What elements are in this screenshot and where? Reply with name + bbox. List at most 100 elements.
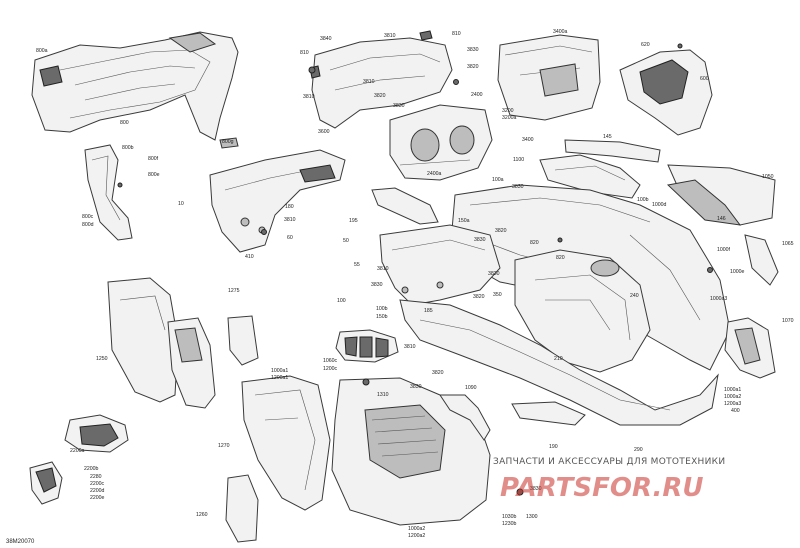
right-accent-part	[666, 179, 742, 226]
callout-label: 60	[287, 235, 293, 241]
callout-label: 3810	[284, 217, 296, 223]
callout-label: 100a	[492, 177, 504, 183]
callout-label: 820	[530, 240, 539, 246]
callout-label: 2200a	[70, 448, 85, 454]
trim-195-part	[371, 187, 439, 225]
callout-label: 1000a1	[271, 368, 288, 374]
callout-label: 3400	[522, 137, 534, 143]
callout-label: 3810	[404, 344, 416, 350]
callout-label: 400	[731, 408, 740, 414]
watermark-logo: PARTSFOR.RU	[500, 473, 703, 503]
callout-label: 100b	[376, 306, 388, 312]
callout-label: 820	[556, 255, 565, 261]
callout-label: 1065	[782, 241, 794, 247]
callout-label: 800g	[222, 139, 234, 145]
callout-label: 3200a	[502, 115, 517, 121]
callout-label: 1000d	[652, 202, 667, 208]
side-panel-1000-part	[241, 375, 331, 511]
callout-label: 3830	[488, 271, 500, 277]
callout-label: 190	[549, 444, 558, 450]
callout-label: 1050	[762, 174, 774, 180]
callout-label: 800a	[36, 48, 48, 54]
callout-label: 800f	[148, 156, 159, 162]
lower-shell-part	[331, 377, 491, 526]
strip-1090-part	[439, 394, 491, 441]
callout-label: 1000a2	[724, 394, 741, 400]
watermark-text: ЗАПЧАСТИ И АКСЕССУАРЫ ДЛЯ МОТОТЕХНИКИ	[493, 457, 725, 467]
upper-trim-part	[564, 139, 661, 163]
left-side-big-panel-part	[107, 277, 179, 403]
callout-label: 3810	[377, 266, 389, 272]
callout-label: 620	[641, 42, 650, 48]
gauge-cluster-part	[389, 104, 493, 181]
callout-label: 1250	[96, 356, 108, 362]
callout-label: 3840	[320, 36, 332, 42]
callout-label: 1310	[377, 392, 389, 398]
callout-label: 410	[245, 254, 254, 260]
lower-body-part	[399, 299, 719, 426]
callout-label: 3400a	[553, 29, 568, 35]
callout-label: 100b	[637, 197, 649, 203]
left-side-inner-panel-part	[167, 317, 216, 409]
callout-label: 3830	[512, 184, 524, 190]
callout-label: 2200e	[90, 495, 105, 501]
callout-label: 150b	[376, 314, 388, 320]
callout-label: 210	[554, 356, 563, 362]
callout-label: 2280	[90, 474, 102, 480]
callout-label: 1230b	[502, 521, 517, 527]
callout-label: 3830	[530, 486, 542, 492]
callout-label: 1270	[218, 443, 230, 449]
callout-label: 3820	[467, 64, 479, 70]
callout-label: 800e	[148, 172, 160, 178]
callout-label: 1300	[526, 514, 538, 520]
callout-label: 800d	[82, 222, 94, 228]
callout-label: 100	[337, 298, 346, 304]
fasteners	[117, 43, 713, 496]
callout-label: 800b	[122, 145, 134, 151]
right-mid-panel-part	[744, 234, 779, 286]
mirror-bracket-part	[619, 49, 713, 136]
front-fairing-part	[31, 31, 239, 141]
callout-label: 2400a	[427, 171, 442, 177]
callout-label: 1000a2	[408, 526, 425, 532]
callout-label: 3200	[502, 108, 514, 114]
callout-label: 1100	[513, 157, 524, 163]
callout-label: 1090	[465, 385, 477, 391]
tail-light-part	[539, 154, 641, 199]
callout-label: 150a	[458, 218, 470, 224]
callout-label: 146	[717, 216, 726, 222]
callout-label: 1000a3	[710, 296, 727, 302]
callout-label: 600	[700, 76, 709, 82]
diagram-code: 38M20070	[6, 539, 35, 545]
callout-label: 3810	[303, 94, 315, 100]
callout-label: 810	[300, 50, 309, 56]
nose-panel-part	[209, 149, 346, 253]
mirror-lens-part	[64, 414, 129, 453]
callout-label: 3830	[371, 282, 383, 288]
trim-190-part	[511, 401, 586, 426]
watermark: ЗАПЧАСТИ И АКСЕССУАРЫ ДЛЯ МОТОТЕХНИКИ PA…	[493, 457, 725, 503]
callout-label: 3820	[374, 93, 386, 99]
callout-label: 800	[120, 120, 129, 126]
callout-label: 810	[452, 31, 461, 37]
callout-label: 240	[630, 293, 639, 299]
callout-label: 1000f	[717, 247, 731, 253]
callout-label: 2400	[471, 92, 483, 98]
callout-label: 3830	[474, 237, 486, 243]
callout-label: 10	[178, 201, 184, 207]
callout-label: 3820	[495, 228, 507, 234]
callout-label: 1200c	[323, 366, 338, 372]
side-bracket-part	[84, 137, 239, 241]
panel-1260-part	[225, 474, 259, 543]
callout-label: 3820	[473, 294, 485, 300]
callout-label: 2200c	[90, 481, 105, 487]
callout-label: 3830	[467, 47, 479, 53]
callout-label: 290	[634, 447, 643, 453]
callout-label: 1200a1	[271, 375, 288, 381]
callout-label: 3810	[384, 33, 396, 39]
callout-label: 50	[343, 238, 349, 244]
left-side-panel-part	[379, 224, 501, 306]
callout-label: 145	[603, 134, 612, 140]
